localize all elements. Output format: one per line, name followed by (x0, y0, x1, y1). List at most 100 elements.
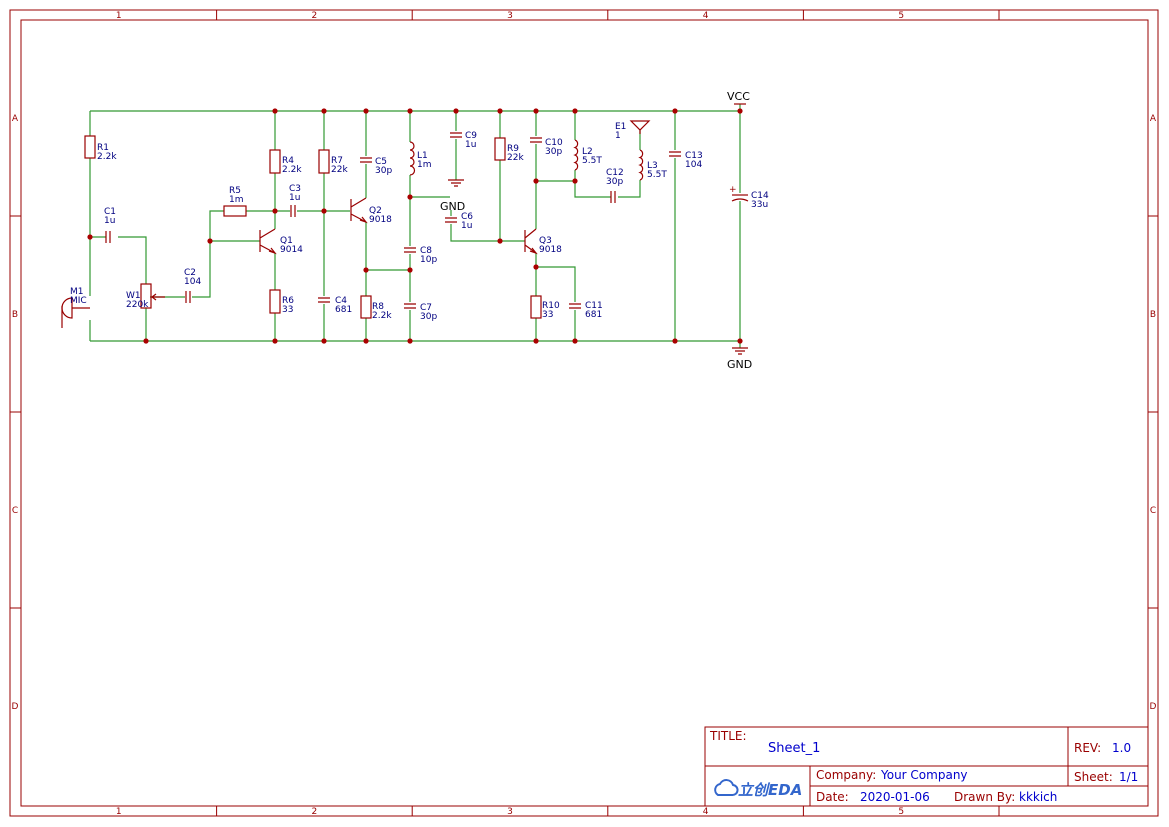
r5-symbol[interactable] (223, 205, 247, 217)
company-value: Your Company (880, 768, 968, 782)
l2-ref-label: L2 (582, 147, 593, 157)
r1-ref-label: R1 (97, 143, 109, 153)
column-label-2-top: 2 (312, 11, 318, 21)
rev-value: 1.0 (1112, 741, 1131, 755)
c14-polarity-icon: + (729, 185, 737, 195)
cloud-logo-icon (714, 779, 739, 796)
r7-value-label: 22k (331, 165, 348, 175)
c11-value-label: 681 (585, 310, 602, 320)
c11-symbol[interactable] (569, 303, 581, 309)
c14-ref-label: C14 (751, 191, 769, 201)
c2-value-label: 104 (184, 277, 201, 287)
q2-value-label: 9018 (369, 215, 392, 225)
r6-value-label: 33 (282, 305, 293, 315)
l2-symbol[interactable] (573, 139, 579, 171)
c7-symbol[interactable] (404, 303, 416, 309)
r10-symbol[interactable] (530, 295, 542, 319)
q2-ref-label: Q2 (369, 206, 382, 216)
c5-symbol[interactable] (360, 157, 372, 163)
column-label-4-top: 4 (703, 11, 709, 21)
r4-value-label: 2.2k (282, 165, 302, 175)
c3-symbol[interactable] (290, 205, 296, 217)
c6-value-label: 1u (461, 221, 472, 231)
r6-ref-label: R6 (282, 296, 294, 306)
q2-transistor[interactable] (350, 197, 368, 224)
title-value: Sheet_1 (768, 741, 820, 756)
outer-border (9, 9, 1159, 817)
q1-ref-label: Q1 (280, 236, 293, 246)
c1-value-label: 1u (104, 216, 115, 226)
column-label-5-top: 5 (898, 11, 904, 21)
l1-symbol[interactable] (409, 141, 416, 176)
c14-value-label: 33u (751, 200, 768, 210)
r7-ref-label: R7 (331, 156, 343, 166)
row-label-D-left: D (12, 702, 19, 712)
c4-symbol[interactable] (318, 297, 330, 303)
column-label-1-top: 1 (116, 11, 122, 21)
r5-ref-label: R5 (229, 186, 241, 196)
c13-ref-label: C13 (685, 151, 703, 161)
r8-symbol[interactable] (360, 295, 372, 319)
l3-value-label: 5.5T (647, 170, 667, 180)
c9-value-label: 1u (465, 140, 476, 150)
row-label-A-left: A (12, 114, 19, 124)
r7-symbol[interactable] (318, 149, 330, 174)
row-label-C-right: C (1150, 506, 1156, 516)
c9-symbol[interactable] (450, 132, 462, 138)
r5-value-label: 1m (229, 195, 244, 205)
r1-symbol[interactable] (84, 135, 96, 159)
gnd-net-label: GND (727, 358, 752, 371)
q3-transistor[interactable] (524, 228, 538, 255)
c1-symbol[interactable] (105, 231, 111, 243)
symbols: + (61, 103, 749, 355)
date-value: 2020-01-06 (860, 790, 930, 804)
l1-ref-label: L1 (417, 151, 428, 161)
row-label-A-right: A (1150, 114, 1157, 124)
column-label-3-top: 3 (507, 11, 513, 21)
r9-symbol[interactable] (494, 137, 506, 161)
antenna-icon[interactable] (629, 120, 651, 134)
row-label-B-left: B (12, 310, 18, 320)
c2-symbol[interactable] (185, 291, 191, 303)
r4-symbol[interactable] (269, 149, 281, 174)
c10-ref-label: C10 (545, 138, 563, 148)
c14-curve (731, 198, 749, 202)
c13-symbol[interactable] (669, 151, 681, 157)
gnd-net-label-c6: GND (440, 200, 465, 213)
l3-ref-label: L3 (647, 161, 658, 171)
drawn-by-value: kkkich (1019, 790, 1057, 804)
inner-border (20, 19, 1149, 807)
c13-value-label: 104 (685, 160, 702, 170)
rev-caption: REV: (1074, 741, 1101, 755)
column-label-3-bottom: 3 (507, 807, 513, 817)
row-label-D-right: D (1150, 702, 1157, 712)
q1-transistor[interactable] (259, 228, 277, 255)
c4-ref-label: C4 (335, 296, 347, 306)
c7-value-label: 30p (420, 312, 437, 322)
c6-symbol[interactable] (445, 217, 457, 223)
drawn-by-caption: Drawn By: (954, 790, 1015, 804)
q3-value-label: 9018 (539, 245, 562, 255)
w1-ref-label: W1 (126, 291, 141, 301)
wires (89, 104, 741, 348)
c6-ref-label: C6 (461, 212, 473, 222)
sheet-value: 1/1 (1119, 770, 1138, 784)
c8-value-label: 10p (420, 255, 437, 265)
r6-symbol[interactable] (269, 289, 281, 314)
c10-symbol[interactable] (530, 137, 542, 143)
c8-symbol[interactable] (404, 247, 416, 253)
r10-ref-label: R10 (542, 301, 560, 311)
l3-symbol[interactable] (638, 149, 644, 181)
vcc-net-label: VCC (727, 90, 750, 103)
c12-symbol[interactable] (610, 191, 616, 203)
c1-ref-label: C1 (104, 207, 116, 217)
r9-value-label: 22k (507, 153, 524, 163)
r8-value-label: 2.2k (372, 311, 392, 321)
r8-ref-label: R8 (372, 302, 384, 312)
c5-value-label: 30p (375, 166, 392, 176)
w1-symbol[interactable] (140, 283, 152, 309)
c3-value-label: 1u (289, 193, 300, 203)
e1-ref-label: E1 (615, 122, 626, 132)
